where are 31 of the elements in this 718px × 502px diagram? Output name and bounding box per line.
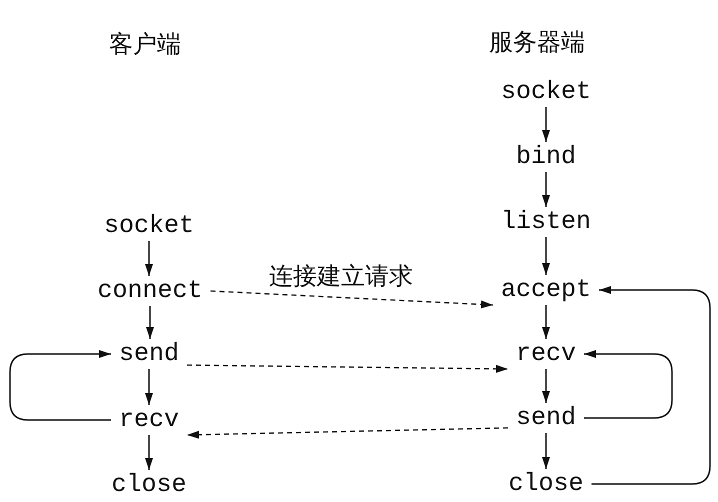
loop-arrow [592, 286, 711, 485]
function-name: close [500, 469, 592, 499]
function-name: socket [493, 77, 599, 107]
function-name: recv [111, 405, 187, 435]
dashed-arrow [210, 290, 494, 308]
arrow [542, 433, 550, 469]
arrow [542, 107, 550, 142]
function-name: send [508, 403, 584, 433]
function-name: listen [493, 207, 599, 237]
function-name: recv [508, 339, 584, 369]
column-heading: 客户端 [109, 30, 181, 58]
arrow [542, 369, 550, 403]
arrow [145, 369, 153, 405]
loop-arrow [584, 350, 673, 419]
function-name: connect [89, 276, 211, 306]
loop-arrow [9, 350, 111, 421]
arrow [542, 305, 550, 339]
edge-label: 连接建立请求 [267, 262, 415, 290]
dashed-arrow [187, 427, 508, 439]
dashed-arrow [187, 364, 508, 373]
arrow [145, 241, 153, 276]
column-heading: 服务器端 [489, 28, 585, 56]
function-name: socket [96, 211, 202, 241]
arrow [542, 172, 550, 207]
function-name: close [104, 470, 194, 500]
arrow [145, 435, 153, 470]
arrow [542, 237, 550, 275]
function-name: send [111, 339, 187, 369]
function-name: accept [493, 275, 599, 305]
arrow [146, 306, 154, 339]
function-name: bind [508, 142, 584, 172]
